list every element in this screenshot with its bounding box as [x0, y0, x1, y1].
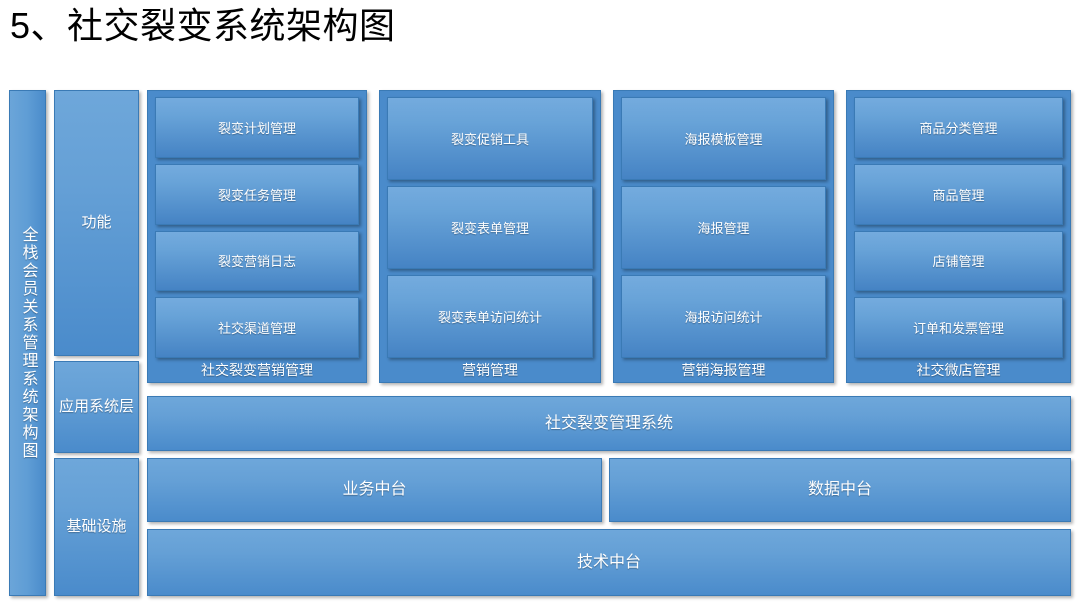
group-card-list: 海报模板管理 海报管理 海报访问统计	[621, 97, 826, 358]
group-label-social-micro-store-management: 社交微店管理	[916, 362, 1001, 378]
card-fission-plan-management[interactable]: 裂变计划管理	[155, 97, 359, 158]
group-label-social-fission-marketing: 社交裂变营销管理	[201, 362, 313, 378]
card-fission-marketing-log[interactable]: 裂变营销日志	[155, 230, 359, 292]
card-social-channel-management[interactable]: 社交渠道管理	[155, 297, 359, 358]
group-label-marketing-poster-management: 营销海报管理	[681, 362, 766, 378]
page-title: 5、社交裂变系统架构图	[10, 5, 396, 46]
group-card-list: 商品分类管理 商品管理 店铺管理 订单和发票管理	[854, 97, 1063, 358]
layer-label-functional: 功能	[54, 90, 139, 356]
group-card-list: 裂变促销工具 裂变表单管理 裂变表单访问统计	[387, 97, 593, 358]
bar-tech-middle-platform[interactable]: 技术中台	[147, 529, 1071, 596]
card-fission-task-management[interactable]: 裂变任务管理	[155, 163, 359, 225]
bar-business-middle-platform[interactable]: 业务中台	[147, 458, 602, 522]
group-marketing-poster-management: 海报模板管理 海报管理 海报访问统计 营销海报管理	[613, 90, 834, 383]
card-poster-visit-stats[interactable]: 海报访问统计	[621, 275, 826, 358]
card-poster-management[interactable]: 海报管理	[621, 186, 826, 269]
group-social-fission-marketing: 裂变计划管理 裂变任务管理 裂变营销日志 社交渠道管理 社交裂变营销管理	[147, 90, 367, 383]
card-store-management[interactable]: 店铺管理	[854, 230, 1063, 292]
group-label-marketing-management: 营销管理	[462, 362, 518, 378]
card-order-invoice-management[interactable]: 订单和发票管理	[854, 297, 1063, 358]
layer-label-infrastructure: 基础设施	[54, 458, 139, 596]
bar-data-middle-platform[interactable]: 数据中台	[609, 458, 1071, 522]
vertical-architecture-label: 全栈会员关系管理系统架构图	[9, 90, 46, 596]
card-product-management[interactable]: 商品管理	[854, 163, 1063, 225]
group-social-micro-store-management: 商品分类管理 商品管理 店铺管理 订单和发票管理 社交微店管理	[846, 90, 1071, 383]
card-product-category-management[interactable]: 商品分类管理	[854, 97, 1063, 158]
group-card-list: 裂变计划管理 裂变任务管理 裂变营销日志 社交渠道管理	[155, 97, 359, 358]
layer-label-application: 应用系统层	[54, 361, 139, 453]
card-fission-form-management[interactable]: 裂变表单管理	[387, 186, 593, 269]
bar-social-fission-management-system[interactable]: 社交裂变管理系统	[147, 396, 1071, 451]
card-fission-promotion-tool[interactable]: 裂变促销工具	[387, 97, 593, 180]
card-fission-form-visit-stats[interactable]: 裂变表单访问统计	[387, 275, 593, 358]
card-poster-template-management[interactable]: 海报模板管理	[621, 97, 826, 180]
group-marketing-management: 裂变促销工具 裂变表单管理 裂变表单访问统计 营销管理	[379, 90, 601, 383]
